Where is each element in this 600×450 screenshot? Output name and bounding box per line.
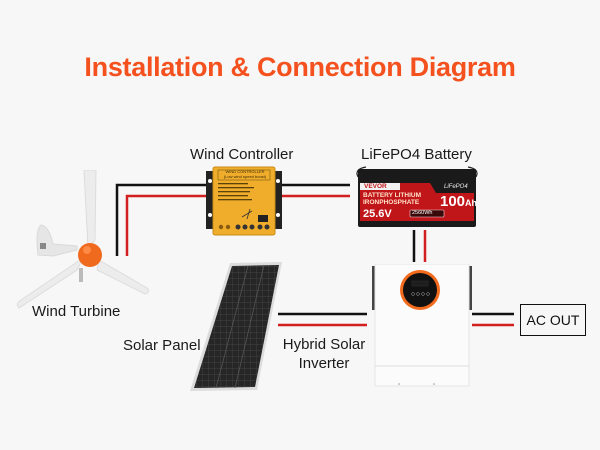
inverter-label-line1: Hybrid Solar xyxy=(282,336,366,353)
battery-line1: BATTERY LITHIUM xyxy=(363,192,422,199)
solar-panel-label: Solar Panel xyxy=(123,337,201,354)
battery-capacity: 100 xyxy=(440,193,466,210)
wind-controller-label: Wind Controller xyxy=(190,146,294,163)
wind-turbine-label: Wind Turbine xyxy=(32,303,121,320)
battery-icon: VEVOR LiFePO4 BATTERY LITHIUM IRONPHOSPH… xyxy=(352,165,482,229)
battery-chem: LiFePO4 xyxy=(444,184,468,190)
ac-out-label: AC OUT xyxy=(526,312,580,328)
battery-voltage: 25.6V xyxy=(363,208,392,220)
wind-turbine-icon xyxy=(16,170,150,309)
battery-energy: 2560Wh xyxy=(412,210,433,216)
inverter-label-line2: Inverter xyxy=(298,355,350,372)
controller-panel-subtitle: (Low wind speed boost) xyxy=(223,174,267,179)
battery-body xyxy=(356,166,478,227)
ac-out-box: AC OUT xyxy=(520,304,586,336)
wire-positive-turbine-controller xyxy=(125,194,206,256)
solar-panel-icon xyxy=(190,262,282,391)
inverter-icon xyxy=(372,264,472,387)
charge-controller-icon xyxy=(206,166,282,236)
battery-capacity-unit: Ah xyxy=(465,198,478,208)
diagram-title: Installation & Connection Diagram xyxy=(84,52,516,82)
battery-label: LiFePO4 Battery xyxy=(361,146,472,163)
controller-panel-title: WIND CONTROLLER xyxy=(225,169,265,174)
wire-negative-turbine-controller xyxy=(115,183,206,256)
battery-brand: VEVOR xyxy=(364,183,387,190)
battery-line2: IRONPHOSPHATE xyxy=(363,199,420,206)
